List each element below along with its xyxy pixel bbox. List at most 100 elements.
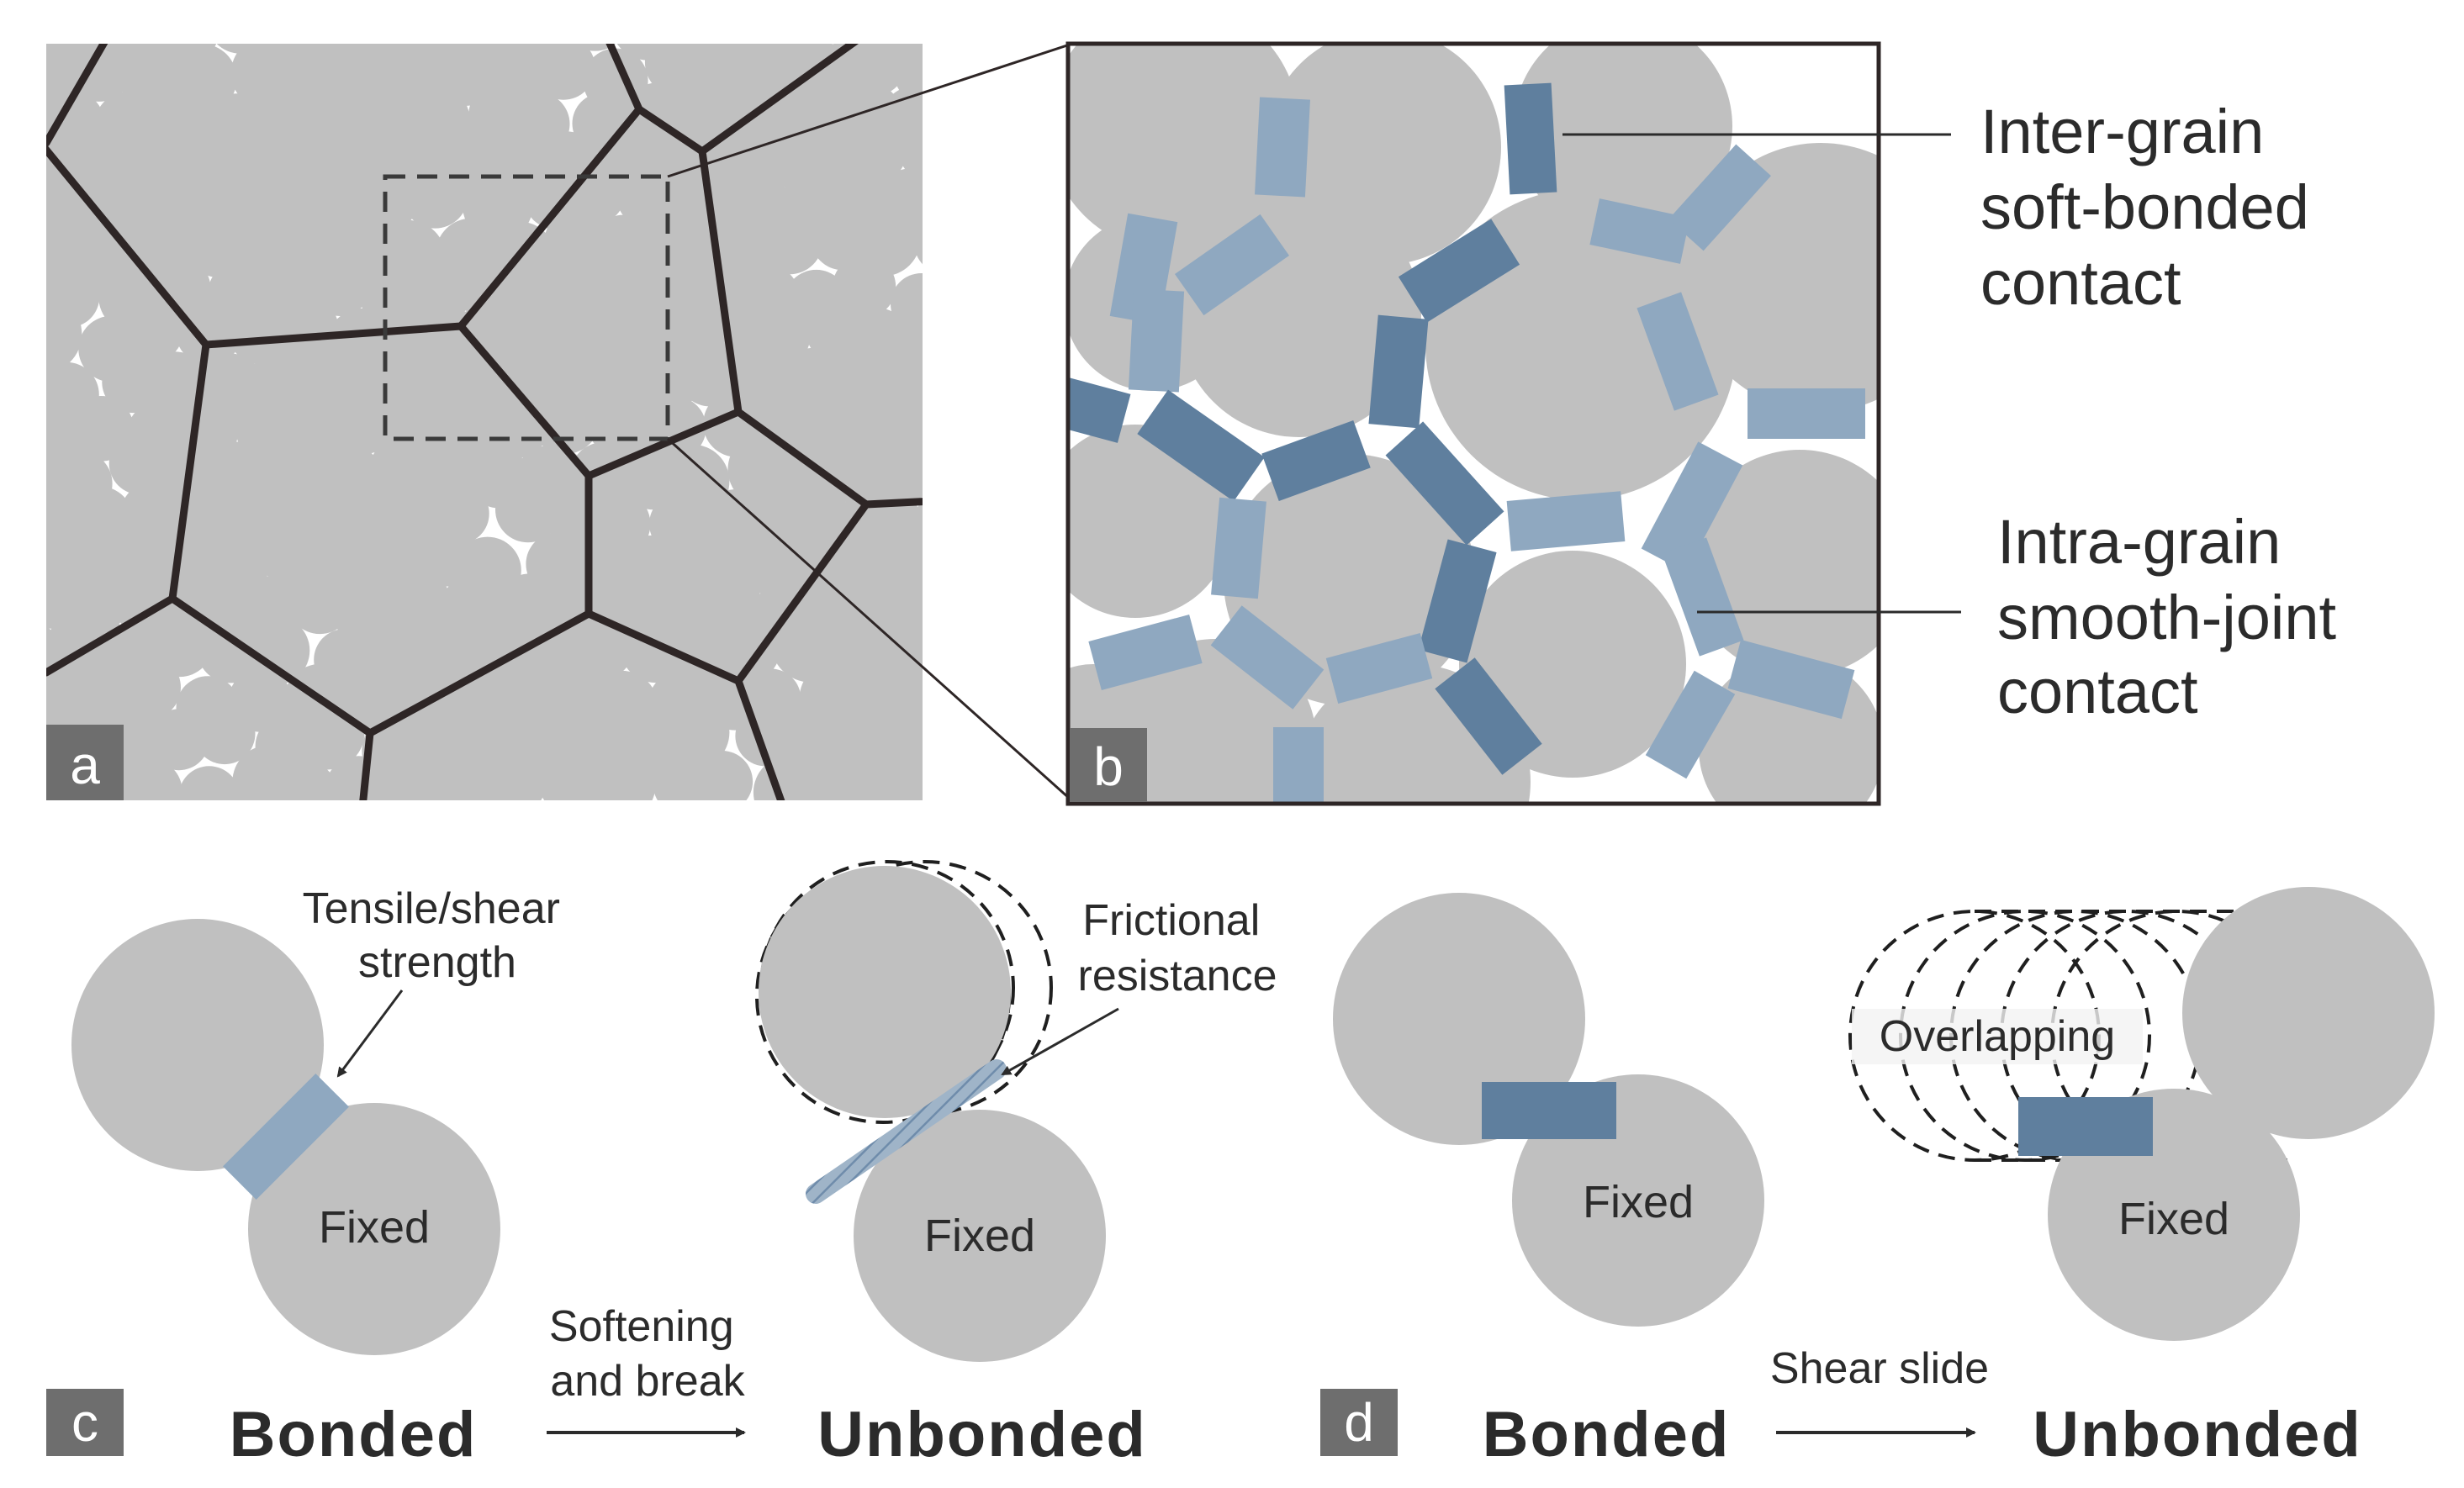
- smooth-joint-contact: [1662, 537, 1744, 657]
- grain: [265, 293, 339, 367]
- panel-c-letter: c: [71, 1392, 98, 1453]
- strength-arrow: [336, 989, 404, 1078]
- grain: [690, 751, 753, 800]
- unbonded-state-label-d: Unbonded: [2033, 1399, 2362, 1470]
- grain: [265, 759, 339, 800]
- grain: [849, 44, 888, 50]
- grain: [756, 207, 823, 275]
- intra-grain-label-line-1: Intra-grain: [1997, 507, 2281, 577]
- panel-d: Fixed Shear slide Overlapping Fixed d Bo…: [1320, 887, 2435, 1470]
- grain: [914, 411, 923, 455]
- panel-b-frame: [1065, 41, 1881, 806]
- soft-bonded-contact: [1435, 657, 1542, 775]
- grain: [530, 383, 600, 454]
- grain: [1068, 44, 1299, 252]
- soft-bonded-contact: [1418, 539, 1497, 663]
- grain: [475, 747, 547, 800]
- grain: [804, 741, 877, 800]
- grain: [141, 64, 221, 144]
- tensile-shear-bond: [223, 1074, 349, 1200]
- soft-bonded-contact: [1385, 421, 1504, 546]
- grain: [148, 709, 210, 771]
- soft-bonded-contact: [1068, 377, 1131, 443]
- smooth-joint-contact: [1668, 144, 1771, 251]
- smooth-joint-contact: [1727, 639, 1855, 720]
- grain: [193, 703, 256, 765]
- inter-grain-label-line-2: soft-bonded: [1980, 172, 2309, 242]
- smooth-joint-contact: [1210, 605, 1325, 710]
- soft-bonded-contact: [1398, 219, 1520, 323]
- fixed-label-d2: Fixed: [2118, 1194, 2229, 1244]
- grain: [120, 483, 183, 545]
- bond-block: [1482, 1082, 1616, 1139]
- panel-d-letter: d: [1344, 1392, 1374, 1453]
- grain: [402, 162, 468, 229]
- grain: [1068, 425, 1232, 618]
- fixed-label-d1: Fixed: [1583, 1177, 1694, 1227]
- smooth-joint-contact: [1645, 670, 1736, 779]
- intra-grain-label: Intra-grain smooth-joint contact: [1997, 507, 2354, 726]
- friction-label: Frictional resistance: [1078, 896, 1277, 1000]
- grain: [898, 120, 923, 181]
- smooth-joint-contact: [1641, 441, 1743, 573]
- grain: [325, 756, 393, 800]
- soft-bonded-contact: [1261, 419, 1371, 502]
- smooth-joint-contact: [1506, 491, 1626, 551]
- unbonded-state-label-c: Unbonded: [817, 1399, 1147, 1470]
- smooth-joint-contact: [1175, 214, 1289, 316]
- panel-a-letter: a: [70, 735, 100, 795]
- panel-c: Fixed Tensile/shear strength Softening a…: [46, 860, 1277, 1470]
- zoom-region-box: [383, 174, 670, 441]
- panel-b-contacts: [1068, 82, 1865, 804]
- grain: [0, 1, 48, 67]
- bonded-state-label-c: Bonded: [230, 1399, 478, 1470]
- bond-block: [2018, 1097, 2153, 1156]
- grain-fixed: [248, 1103, 500, 1355]
- zoom-connector-bottom: [666, 437, 1071, 800]
- grain: [833, 255, 896, 319]
- zoom-connectors: [666, 43, 1071, 800]
- strength-label-line-2: strength: [358, 938, 516, 987]
- panel-b-tag: [1070, 728, 1147, 802]
- grain: [913, 220, 923, 265]
- frictional-contact: [806, 1059, 1007, 1204]
- strength-label: Tensile/shear strength: [303, 884, 573, 987]
- inter-grain-label-line-1: Inter-grain: [1980, 97, 2264, 166]
- panel-a-grain-boundaries: [46, 44, 923, 800]
- smooth-joint-contact: [1273, 727, 1324, 804]
- grain-fixed: [854, 1110, 1106, 1362]
- grain: [1514, 44, 1732, 235]
- grain-free: [2182, 887, 2435, 1139]
- smooth-joint-contact: [1088, 614, 1203, 691]
- panel-a: a: [0, 1, 923, 800]
- grain: [655, 695, 730, 770]
- shear-slide-label: Shear slide: [1770, 1344, 1989, 1393]
- smooth-joint-contact: [1589, 198, 1690, 264]
- panel-d-tag: [1320, 1389, 1398, 1456]
- grain: [119, 759, 182, 800]
- intra-grain-label-line-3: contact: [1997, 657, 2198, 726]
- overlapping-label: Overlapping: [1880, 1012, 2115, 1061]
- boundary-line: [734, 500, 870, 685]
- boundary-line: [46, 44, 108, 147]
- grain-free: [71, 919, 324, 1171]
- smooth-joint-contact: [1255, 97, 1310, 198]
- grain: [114, 293, 184, 364]
- panel-a-grain-field: [0, 1, 923, 800]
- grain: [583, 748, 656, 800]
- friction-arrow: [1001, 1007, 1119, 1076]
- smooth-joint-contact: [1128, 288, 1185, 393]
- friction-label-line-1: Frictional: [1082, 896, 1260, 945]
- grain: [844, 120, 907, 183]
- softening-label-line-2: and break: [550, 1357, 745, 1406]
- grain: [531, 44, 595, 100]
- soft-bonded-contact: [1137, 389, 1265, 502]
- intra-grain-label-line-2: smooth-joint: [1997, 583, 2337, 652]
- grain: [843, 44, 907, 96]
- grain: [178, 766, 240, 800]
- zoom-connector-top: [667, 43, 1071, 178]
- softening-label: Softening and break: [549, 1302, 746, 1406]
- grain: [812, 606, 888, 682]
- strength-label-line-1: Tensile/shear: [303, 884, 560, 933]
